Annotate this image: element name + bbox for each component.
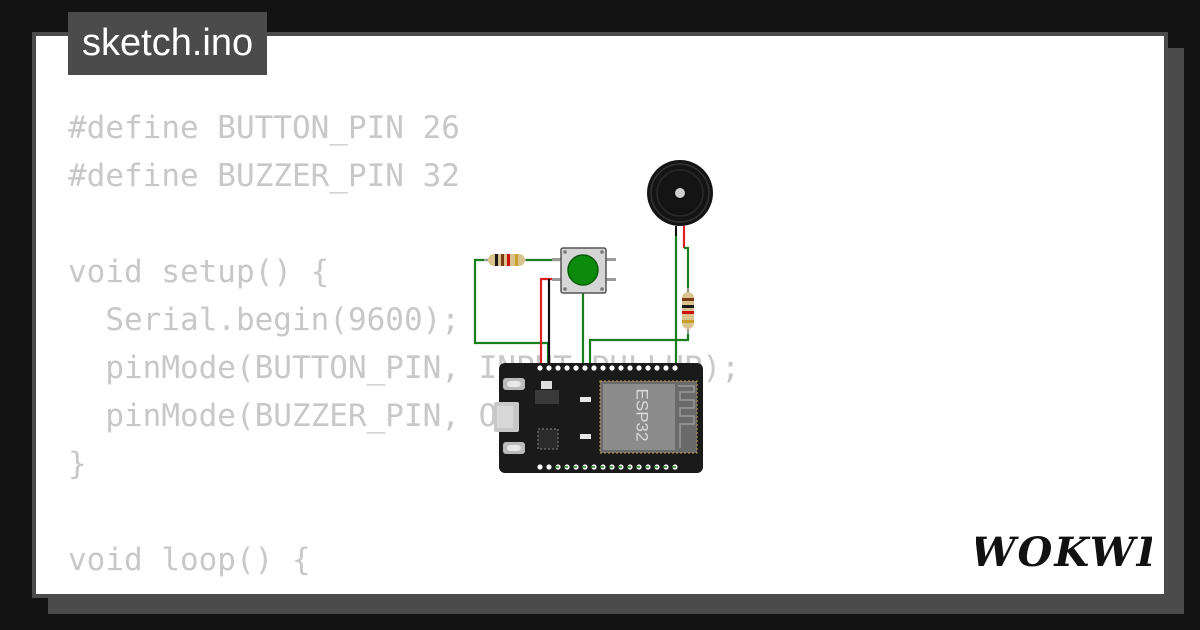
wokwi-logo-text: WOKWI <box>976 529 1152 576</box>
preview-card: #define BUTTON_PIN 26 #define BUZZER_PIN … <box>32 32 1168 598</box>
code-line: pinMode(BUZZER_PIN, OUTPUT); <box>68 398 628 434</box>
code-line: pinMode(BUTTON_PIN, INPUT_PULLUP); <box>68 350 740 386</box>
code-line: } <box>68 446 87 482</box>
code-line: void loop() { <box>68 542 311 578</box>
code-line: #define BUTTON_PIN 26 <box>68 110 460 146</box>
code-line: Serial.begin(9600); <box>68 302 460 338</box>
code-line <box>68 200 889 248</box>
code-line: int buttonState = digitalRead(BUTTON_PIN… <box>68 584 889 594</box>
code-line: #define BUZZER_PIN 32 <box>68 158 460 194</box>
wokwi-logo: WOKWI <box>976 529 1152 576</box>
code-line: void setup() { <box>68 254 330 290</box>
filename-tab[interactable]: sketch.ino <box>68 12 268 75</box>
code-line <box>68 488 889 536</box>
code-editor: #define BUTTON_PIN 26 #define BUZZER_PIN … <box>68 104 889 594</box>
